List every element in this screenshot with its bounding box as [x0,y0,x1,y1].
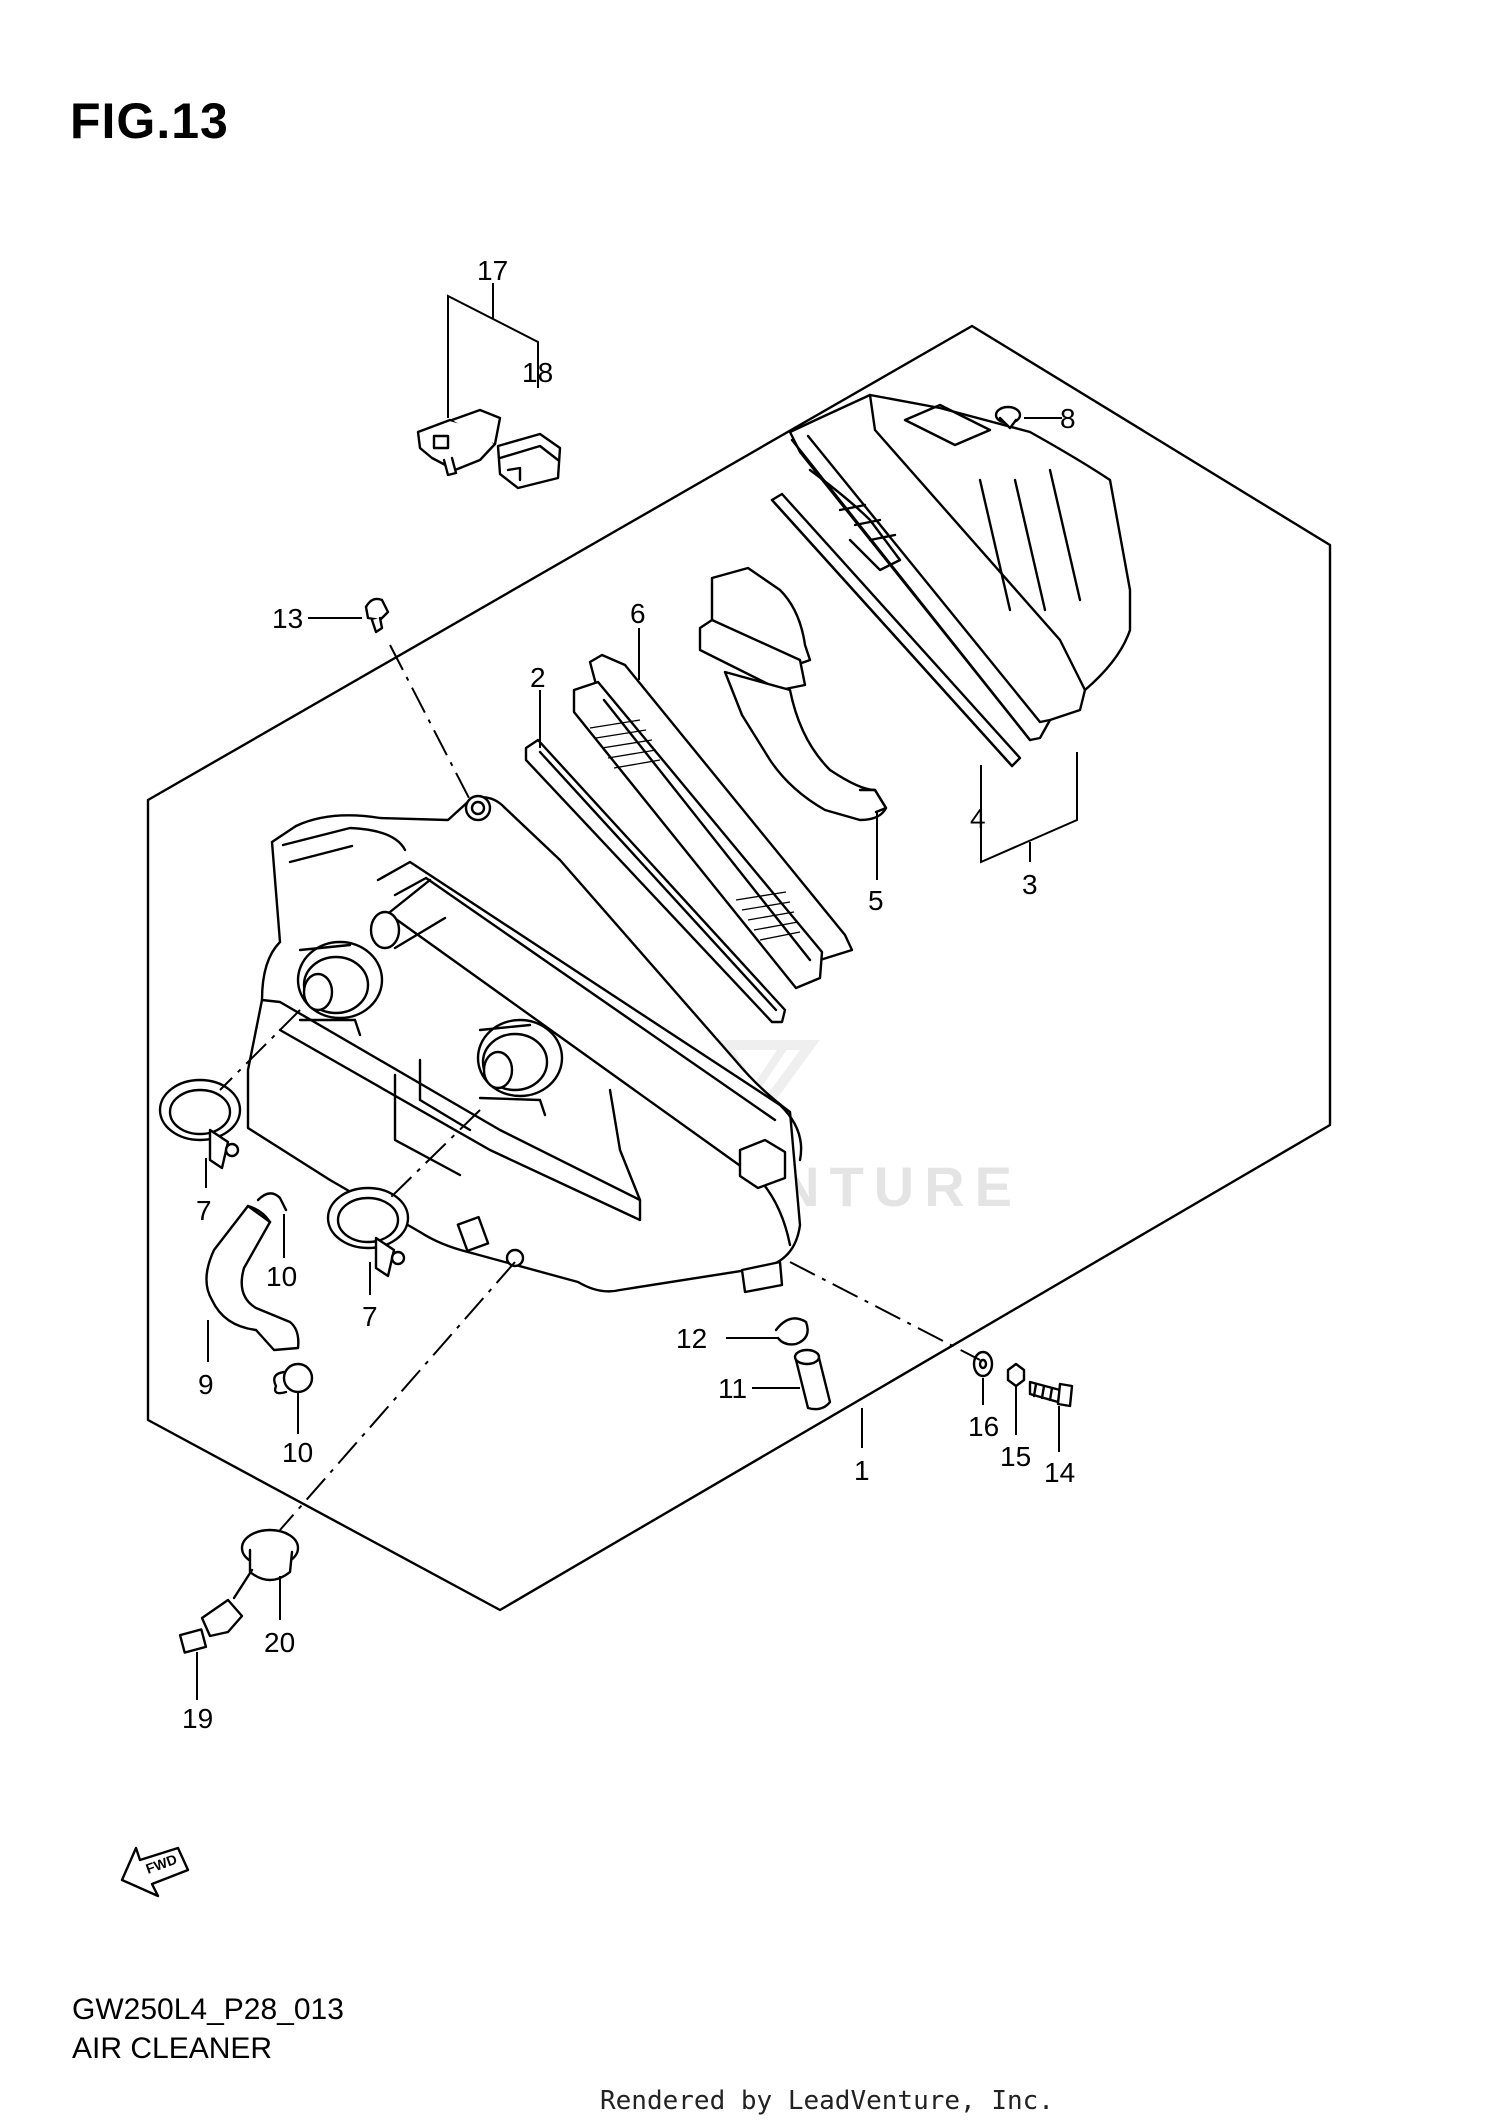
axis-line-7-upper [219,1009,301,1091]
callout-5: 5 [868,885,884,916]
axis-line-7-lower [387,1109,481,1201]
forward-direction-badge: FWD [120,1846,190,1898]
callout-20: 20 [264,1627,295,1658]
nut-15 [1006,1362,1026,1388]
callout-13: 13 [272,603,303,634]
clip-10-upper [256,1192,288,1212]
callout-10-upper: 10 [266,1261,297,1292]
drain-hose-9 [205,1204,300,1352]
callout-17: 17 [477,255,508,286]
callout-10-lower: 10 [282,1437,313,1468]
figure-title: FIG.13 [70,93,229,149]
cap-18 [496,432,562,490]
diagram-code: GW250L4_P28_013 [72,1993,344,2026]
axis-line-20 [279,1261,516,1531]
callout-8: 8 [1060,403,1076,434]
diagram-name: AIR CLEANER [72,2032,273,2065]
clip-10-lower [273,1362,314,1395]
air-cleaner-case [246,794,803,1294]
callout-15: 15 [1000,1441,1031,1472]
clamp-7-upper [158,1078,242,1170]
sensor-17 [416,408,502,477]
callout-11: 11 [718,1373,747,1404]
bolt-13 [364,597,390,634]
washer-16 [972,1350,994,1378]
plug-11 [793,1348,832,1411]
callout-1: 1 [854,1455,870,1486]
assembly-boundary [146,324,1332,1612]
callout-7-lower: 7 [362,1301,378,1332]
clip-12 [774,1317,809,1346]
grommet-20 [240,1528,300,1582]
gasket [524,738,787,1024]
callout-6: 6 [630,598,646,629]
callout-16: 16 [968,1411,999,1442]
callout-7-upper: 7 [196,1195,212,1226]
sensor-19 [178,1568,254,1654]
callout-19: 19 [182,1703,213,1734]
leader-lines [196,283,1078,1700]
callout-18: 18 [522,357,553,388]
callout-4: 4 [970,803,986,834]
callout-9: 9 [198,1369,214,1400]
callout-2: 2 [530,662,546,693]
bolt-14 [1028,1380,1074,1408]
filter-mesh [589,719,801,941]
axis-line-14 [789,1261,981,1361]
air-cleaner-cover [788,393,1132,742]
screw-8 [994,405,1022,430]
filter-element [572,653,854,990]
callout-labels: 17 18 8 13 2 6 4 3 5 7 7 10 9 10 12 11 1… [182,255,1076,1734]
render-credit: Rendered by LeadVenture, Inc. [600,2086,1054,2116]
callout-12: 12 [676,1323,707,1354]
callout-3: 3 [1022,869,1038,900]
callout-14: 14 [1044,1457,1075,1488]
clamp-7-lower [326,1186,410,1278]
axis-line-13 [389,644,471,801]
intake-duct [698,566,888,822]
